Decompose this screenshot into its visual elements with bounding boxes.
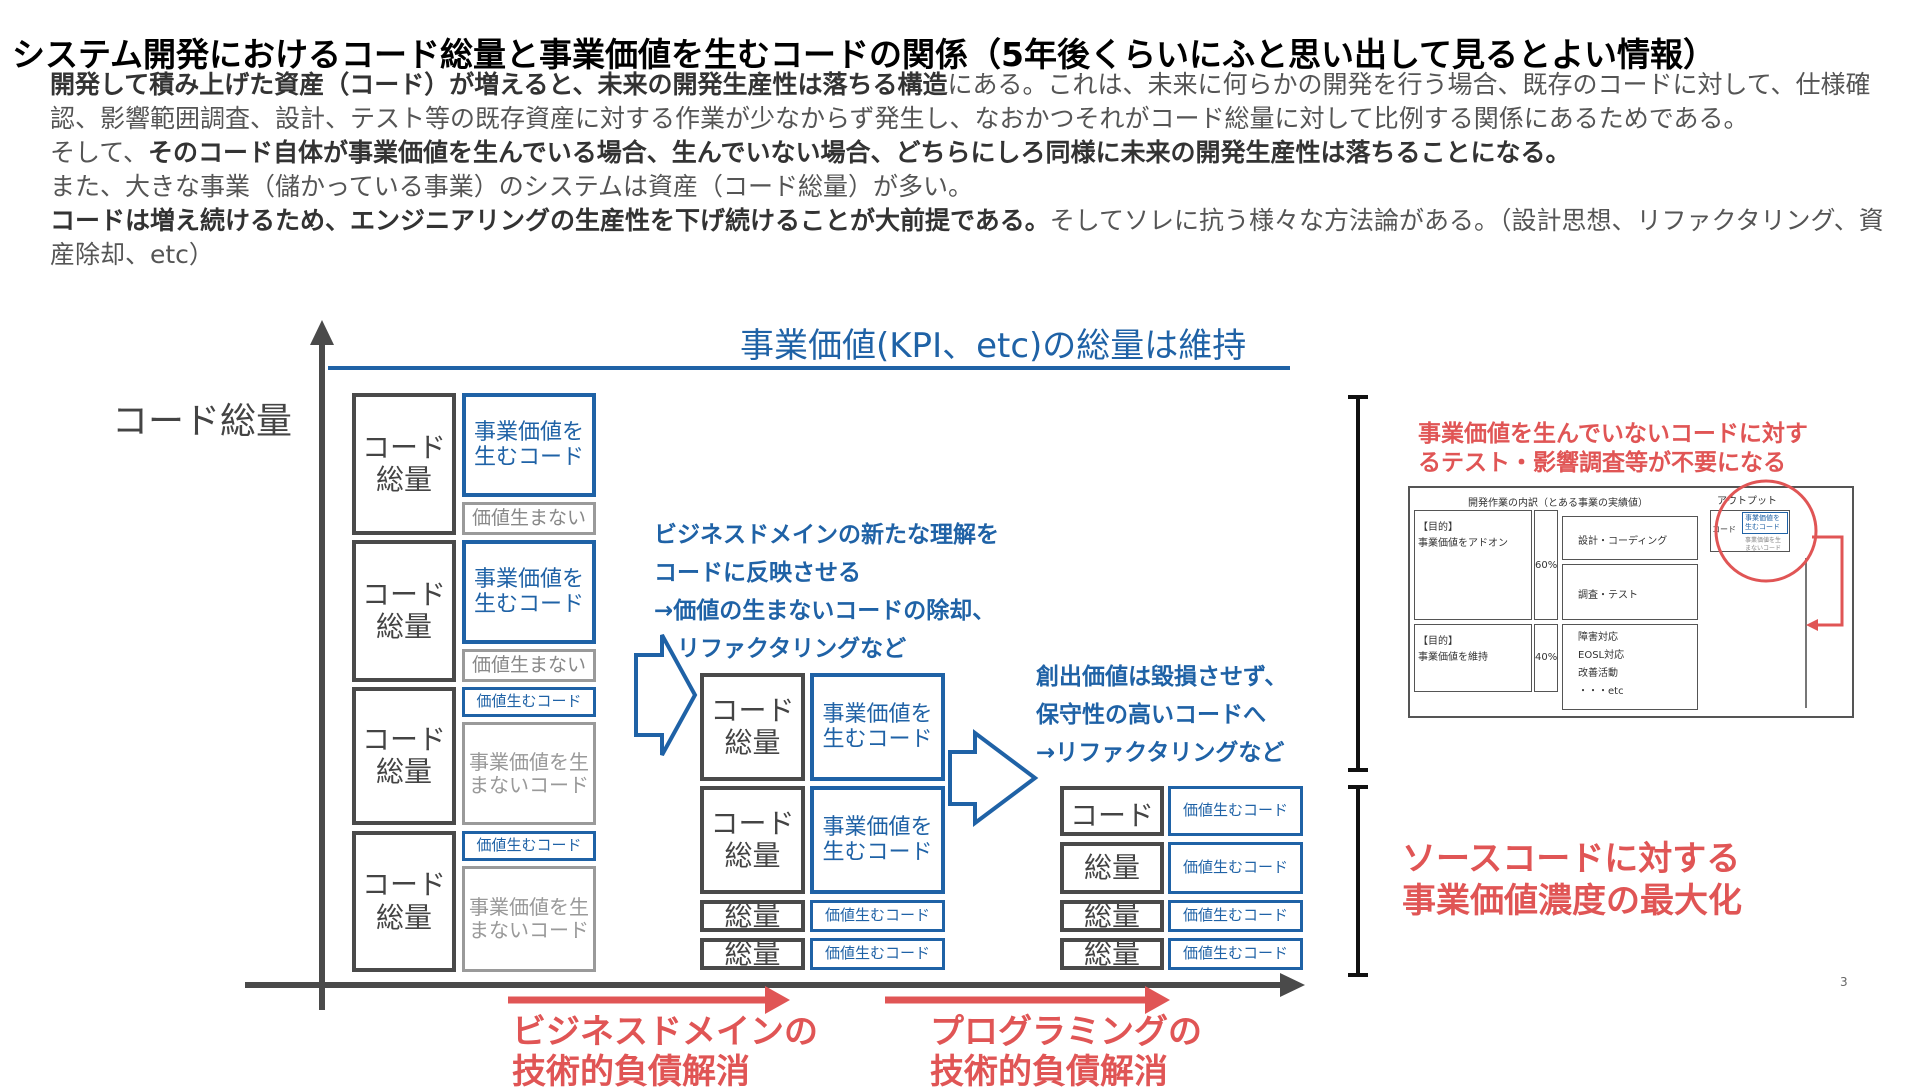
- value-short-box: 価値生むコード: [1168, 938, 1303, 970]
- highlight-arrow: [1812, 535, 1844, 627]
- p2-pre: そして、: [50, 138, 149, 167]
- highlight-circle: [1714, 479, 1818, 583]
- value-short-box: 価値生むコード: [462, 687, 596, 717]
- code-total-strip: コード: [1060, 786, 1164, 836]
- code-total-strip: 総量: [700, 938, 805, 970]
- code-total-box: コード総量: [352, 540, 456, 682]
- mini-row2-purpose: [1414, 624, 1532, 692]
- note-value-density: ソースコードに対する事業価値濃度の最大化: [1402, 839, 1742, 921]
- value-short-box: 価値生むコード: [1168, 842, 1303, 894]
- p3: また、大きな事業（儲かっている事業）のシステムは資産（コード総量）が多い。: [50, 172, 974, 201]
- transition-arrow-1: [634, 634, 698, 756]
- p4-rest: そしてソレに抗う様々な方法論がある。（設計思想、リファクタリング、資産除却、et…: [50, 206, 1884, 269]
- mini-output: アウトプット: [1717, 496, 1777, 507]
- description-text: 開発して積み上げた資産（コード）が増えると、未来の開発生産性は落ちる構造にある。…: [50, 68, 1890, 272]
- code-total-box: コード総量: [700, 786, 805, 894]
- value-short-box: 価値生むコード: [462, 831, 596, 861]
- x-axis-arrowhead: [1280, 973, 1305, 997]
- mini-row1-pct: [1534, 510, 1558, 620]
- y-axis-arrowhead: [310, 320, 334, 345]
- code-total-box: コード総量: [352, 687, 456, 825]
- code-total-strip: 総量: [1060, 842, 1164, 894]
- p1-bold: 開発して積み上げた資産（コード）が増えると、未来の開発生産性は落ちる構造: [50, 70, 948, 99]
- transition-arrow-2: [948, 729, 1039, 827]
- value-code-box: 事業価値を生むコード: [810, 786, 945, 894]
- work-breakdown-thumbnail: 開発作業の内訳（とある事業の実績値） アウトプット 【目的】 事業価値をアドオン…: [1408, 486, 1854, 718]
- value-short-box: 価値生むコード: [810, 900, 945, 932]
- page-title: システム開発におけるコード総量と事業価値を生むコードの関係（5年後くらいにふと思…: [12, 35, 1716, 74]
- p1-rest: にある。これは、未来に何らかの開発を行う場合、既存のコードに対して、仕様確認、影…: [50, 70, 1871, 133]
- code-total-strip: 総量: [1060, 900, 1164, 932]
- note-no-testing-needed: 事業価値を生んでいないコードに対するテスト・影響調査等が不要になる: [1418, 421, 1808, 476]
- no-value-box: 価値生まない: [462, 649, 596, 682]
- mini-header: 開発作業の内訳（とある事業の実績値）: [1468, 498, 1648, 509]
- value-short-box: 価値生むコード: [1168, 900, 1303, 932]
- page-number: 3: [1840, 975, 1848, 989]
- value-code-box: 事業価値を生むコード: [462, 393, 596, 497]
- mini-output-box: [1710, 510, 1790, 552]
- no-value-box: 価値生まない: [462, 502, 596, 535]
- y-axis-label: コード総量: [112, 401, 293, 442]
- value-code-box: 事業価値を生むコード: [462, 540, 596, 644]
- p2-bold: そのコード自体が事業価値を生んでいる場合、生んでいない場合、どちらにしろ同様に未…: [148, 138, 1571, 167]
- code-total-box: コード総量: [352, 831, 456, 972]
- mini-row1-purpose: [1414, 510, 1532, 620]
- code-total-strip: 総量: [700, 900, 805, 932]
- kpi-label: 事業価値(KPI、etc)の総量は維持: [740, 326, 1247, 366]
- p4-bold: コードは増え続けるため、エンジニアリングの生産性を下げ続けることが大前提である。: [50, 206, 1050, 235]
- value-code-box: 事業価値を生むコード: [810, 673, 945, 781]
- no-value-code-box: 事業価値を生まないコード: [462, 866, 596, 972]
- note-maintainability: 創出価値は毀損させず、保守性の高いコードへ→リファクタリングなど: [1036, 664, 1288, 766]
- note-domain-refactor: ビジネスドメインの新たな理解をコードに反映させる→価値の生まないコードの除却、 …: [654, 522, 999, 662]
- value-short-box: 価値生むコード: [1168, 786, 1303, 836]
- no-value-code-box: 事業価値を生まないコード: [462, 722, 596, 825]
- code-total-box: コード総量: [352, 393, 456, 535]
- code-total-box: コード総量: [700, 673, 805, 781]
- code-total-strip: 総量: [1060, 938, 1164, 970]
- value-short-box: 価値生むコード: [810, 938, 945, 970]
